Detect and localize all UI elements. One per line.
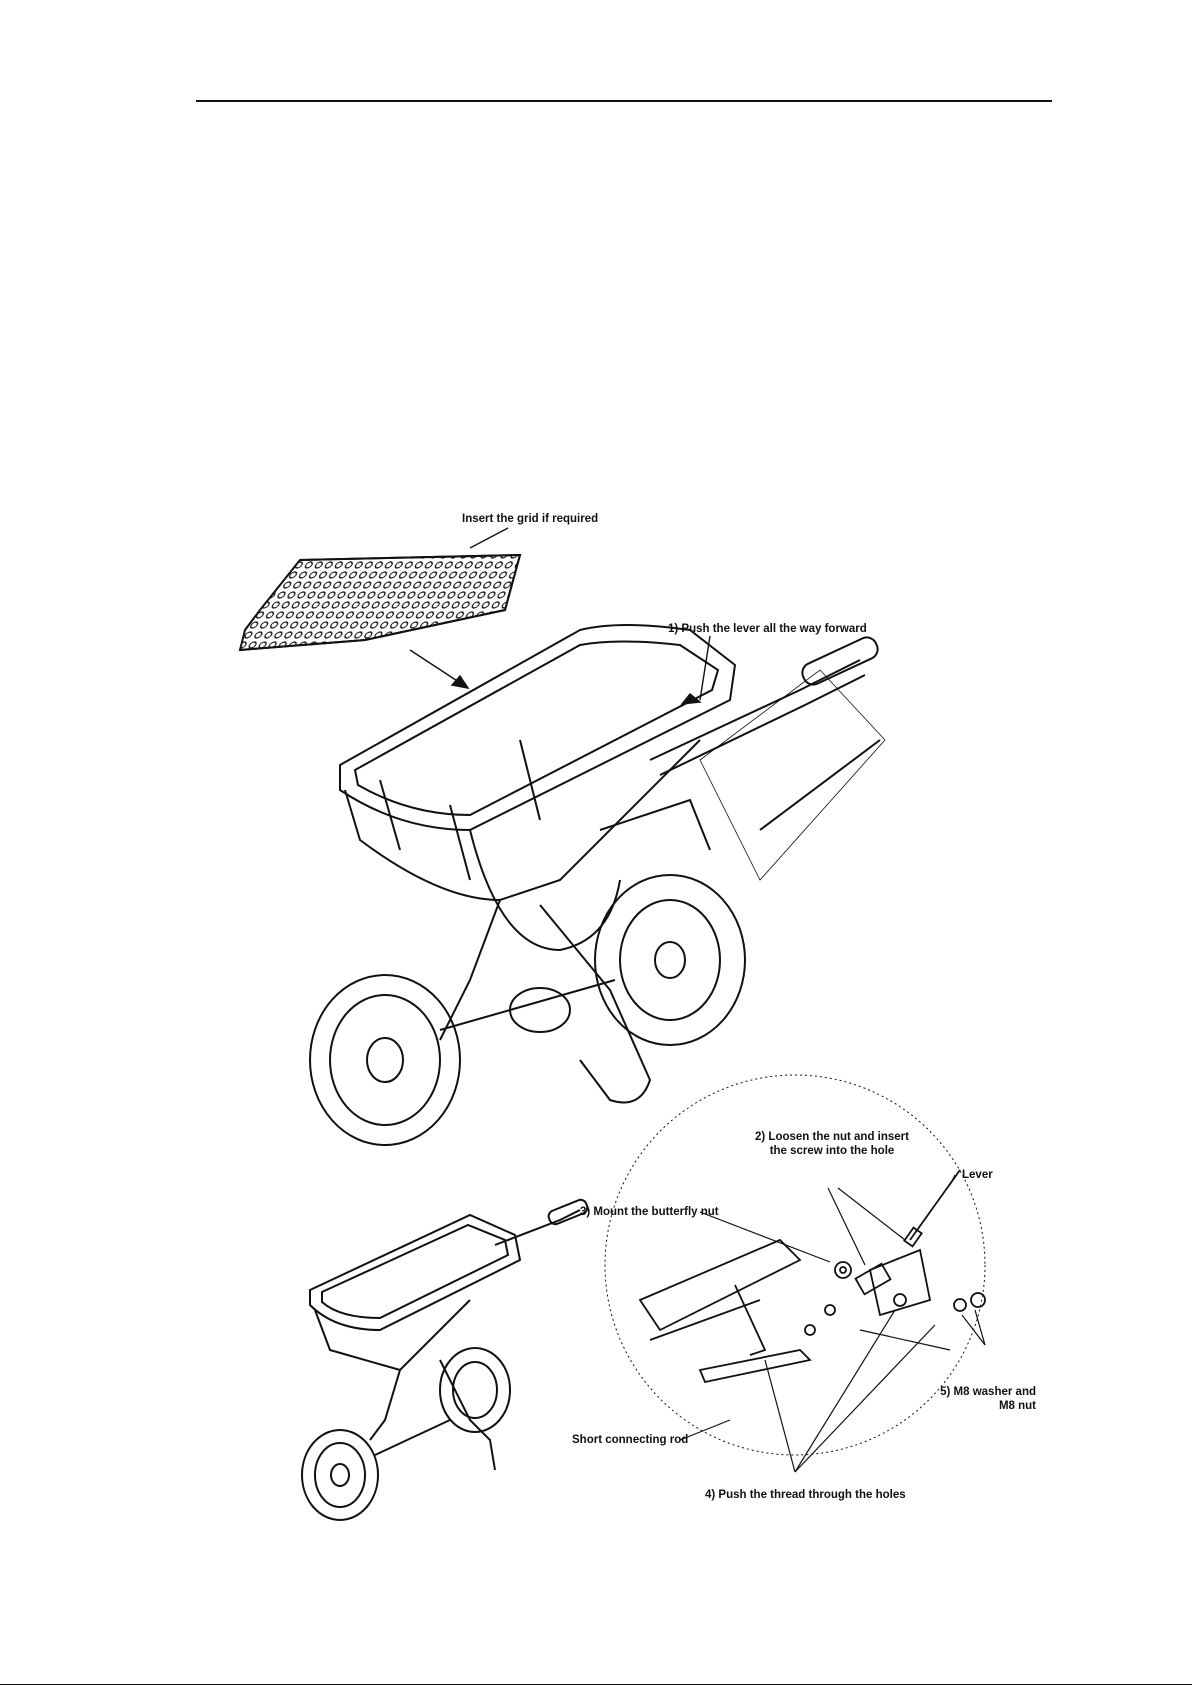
label-short-rod: Short connecting rod xyxy=(572,1433,688,1447)
label-insert-grid: Insert the grid if required xyxy=(462,512,598,526)
label-washer-nut-line1: 5) M8 washer and xyxy=(918,1385,1036,1399)
main-spreader xyxy=(310,625,885,1145)
label-loosen-nut: 2) Loosen the nut and insert the screw i… xyxy=(752,1130,912,1158)
label-loosen-nut-line2: the screw into the hole xyxy=(752,1144,912,1158)
label-loosen-nut-line1: 2) Loosen the nut and insert xyxy=(752,1130,912,1144)
grid-insert xyxy=(240,555,520,650)
label-washer-nut-line2: M8 nut xyxy=(918,1399,1036,1413)
label-push-thread: 4) Push the thread through the holes xyxy=(705,1488,906,1502)
label-lever: Lever xyxy=(962,1168,993,1182)
label-butterfly-nut: 3) Mount the butterfly nut xyxy=(580,1205,719,1219)
label-washer-nut: 5) M8 washer and M8 nut xyxy=(918,1385,1036,1413)
label-push-lever: 1) Push the lever all the way forward xyxy=(668,622,867,636)
small-spreader xyxy=(302,1198,589,1520)
